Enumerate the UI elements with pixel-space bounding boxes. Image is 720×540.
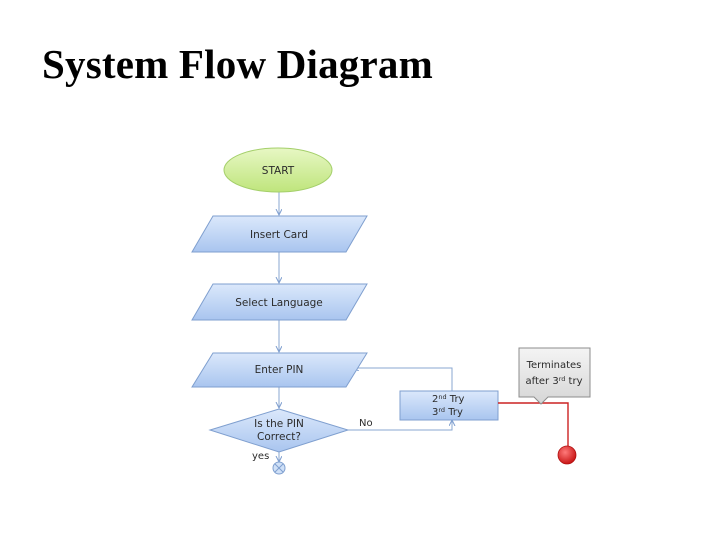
select-language-node: Select Language <box>191 283 368 321</box>
start-label: START <box>262 165 295 177</box>
yes-end-connector <box>272 461 286 475</box>
select-language-label: Select Language <box>235 297 323 309</box>
decision-label-line1: Is the PIN <box>254 418 304 430</box>
slide-title: System Flow Diagram <box>42 41 433 87</box>
terminates-callout: Terminates after 3rd try <box>518 347 591 405</box>
start-node: START <box>223 147 333 193</box>
callout-line1: Terminates <box>526 360 582 371</box>
retry-counter-box: 2nd Try 3rd Try <box>399 390 499 421</box>
termination-path <box>498 402 577 465</box>
pin-correct-decision: Is the PIN Correct? <box>208 408 350 453</box>
insert-card-node: Insert Card <box>191 215 368 253</box>
decision-label-line2: Correct? <box>257 431 301 443</box>
enter-pin-label: Enter PIN <box>255 364 304 376</box>
retry-line-2nd: 2nd Try <box>432 393 465 405</box>
end-dot <box>557 445 577 465</box>
insert-card-label: Insert Card <box>250 229 308 241</box>
yes-label: yes <box>252 451 269 462</box>
callout-line2: after 3rd try <box>525 375 582 387</box>
no-label: No <box>359 418 373 429</box>
edge-retry-to-pin <box>353 368 453 392</box>
retry-line-3rd: 3rd Try <box>432 406 463 418</box>
edge-no-to-retry <box>348 420 452 431</box>
connectors <box>279 192 452 462</box>
enter-pin-node: Enter PIN <box>191 352 368 388</box>
